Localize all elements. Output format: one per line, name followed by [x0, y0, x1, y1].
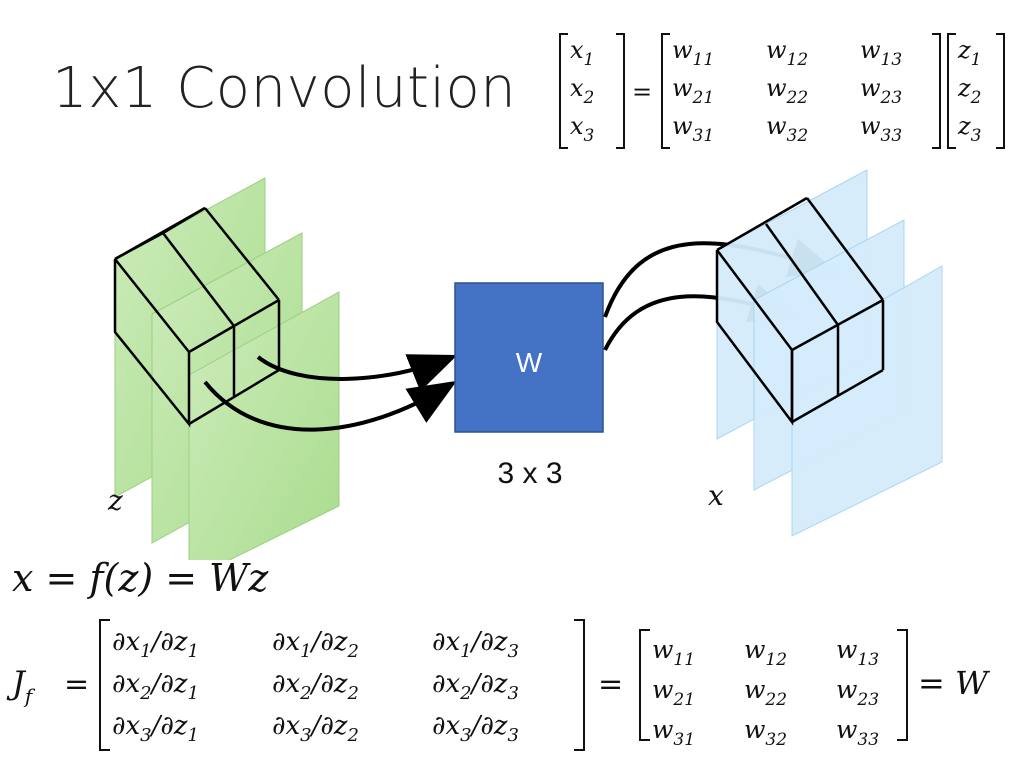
jacobian-w-element: w21 — [652, 675, 695, 710]
jacobian-eq-sign-2: = — [598, 667, 623, 702]
arrow-input-to-w-1 — [256, 354, 458, 392]
partial-derivative: ∂x1/∂z1 — [112, 627, 199, 662]
page-title: 1x1 Convolution — [52, 56, 517, 121]
partial-derivative: ∂x2/∂z3 — [432, 669, 519, 704]
top-w-element: w32 — [766, 112, 808, 146]
partial-derivative: ∂x1/∂z2 — [272, 627, 359, 662]
top-w-element: w11 — [672, 36, 714, 70]
top-w-element: w13 — [860, 36, 902, 70]
jacobian-w-element: w23 — [836, 675, 879, 710]
jacobian-w-element: w31 — [652, 715, 695, 750]
partial-derivative: ∂x2/∂z2 — [272, 669, 359, 704]
jacobian-w-element: w32 — [744, 715, 787, 750]
rhs-element: z1 — [957, 36, 981, 70]
input-label: z — [107, 484, 123, 517]
top-w-element: w21 — [672, 74, 714, 108]
top-w-element: w12 — [766, 36, 808, 70]
partial-derivative: ∂x3/∂z3 — [432, 711, 519, 746]
arrow-input-to-w-2 — [203, 380, 457, 432]
jacobian-w-element: w12 — [744, 635, 787, 670]
jacobian-w-element: w13 — [836, 635, 879, 670]
top-equation: x1 x2 x3 = w11 w12 w13 w21 w22 w23 w31 w32 w33 z1 z… — [559, 33, 1005, 149]
top-eq-sign: = — [632, 78, 652, 106]
lhs-element: x1 — [570, 36, 594, 70]
partial-derivative: ∂x2/∂z1 — [112, 669, 199, 704]
top-w-element: w22 — [766, 74, 808, 108]
jacobian-equation: Jf = ∂x1/∂z1 ∂x1/∂z2 ∂x1/∂z3 ∂x2/∂z1 ∂x2/∂z2… — [6, 619, 991, 751]
jacobian-eq-sign: = — [64, 667, 89, 702]
weight-size-label: 3 x 3 — [497, 457, 562, 490]
conv-diagram: W 3 x 3 z x — [107, 169, 943, 560]
lhs-element: x2 — [570, 74, 594, 108]
jacobian-w-element: w22 — [744, 675, 787, 710]
jacobian-symbol: Jf — [6, 664, 36, 708]
output-pixel-column — [715, 196, 885, 426]
input-channel-3 — [188, 291, 340, 560]
top-w-element: w31 — [672, 112, 714, 146]
jacobian-w-element: w11 — [652, 635, 695, 670]
partial-derivative: ∂x3/∂z2 — [272, 711, 359, 746]
rhs-element: z3 — [957, 112, 981, 146]
output-tensor-x — [715, 169, 943, 537]
partial-derivative: ∂x1/∂z3 — [432, 627, 519, 662]
weight-label: W — [516, 347, 543, 378]
input-tensor-z — [113, 177, 340, 560]
function-equation: x = f(z) = Wz — [12, 556, 269, 600]
top-w-element: w33 — [860, 112, 902, 146]
output-channel-3 — [791, 265, 943, 537]
top-w-element: w23 — [860, 74, 902, 108]
weight-matrix-box — [454, 282, 604, 433]
partial-derivative: ∂x3/∂z1 — [112, 711, 199, 746]
rhs-element: z2 — [957, 74, 981, 108]
output-label: x — [708, 479, 724, 512]
jacobian-w-element: w33 — [836, 715, 879, 750]
lhs-element: x3 — [570, 112, 594, 146]
jacobian-result: = W — [918, 664, 991, 702]
